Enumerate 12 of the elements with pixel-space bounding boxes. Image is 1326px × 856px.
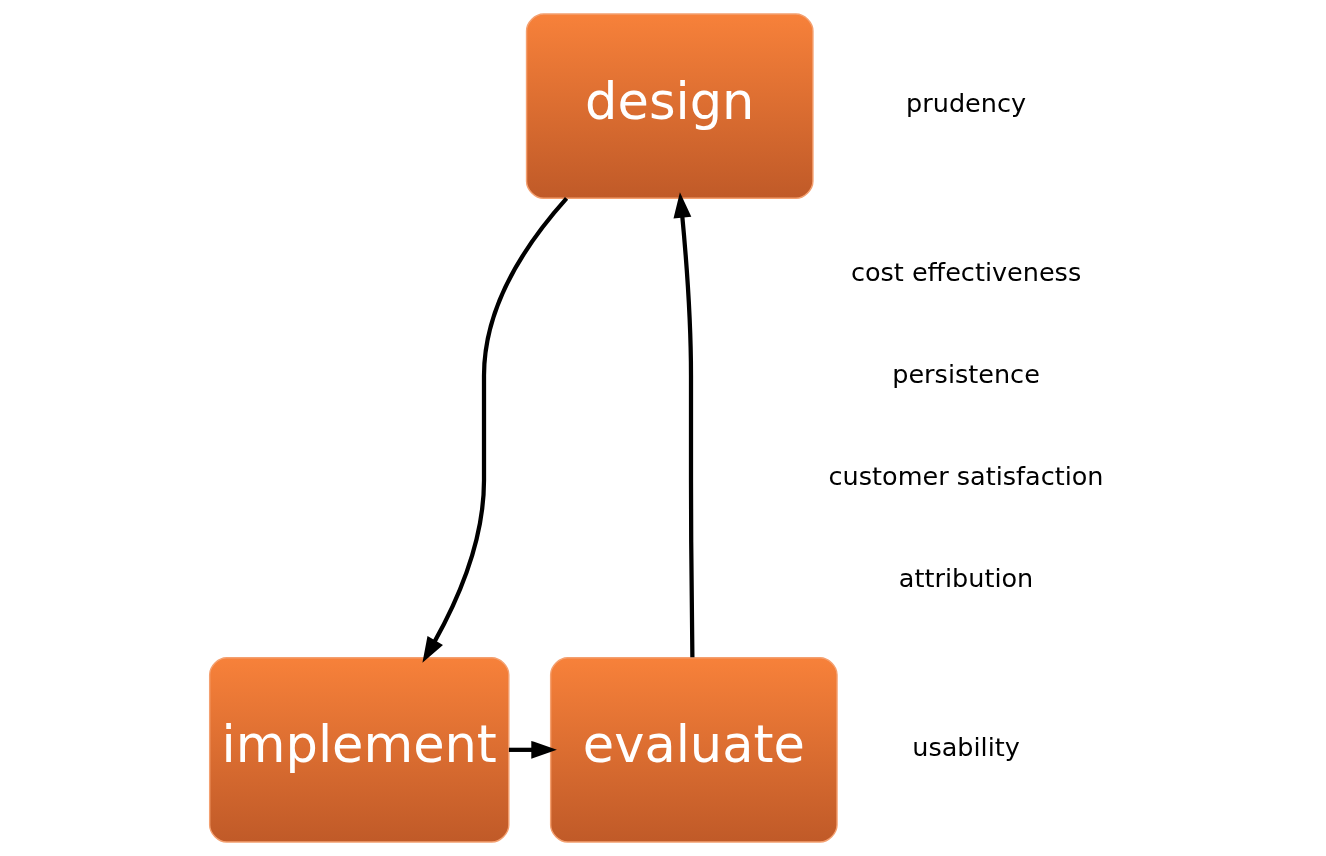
label: usability <box>912 732 1020 763</box>
arrow <box>508 740 557 759</box>
label: persistence <box>892 359 1040 390</box>
label: cost effectiveness <box>850 257 1082 288</box>
node-box: evaluate <box>549 656 838 843</box>
label: prudency <box>906 88 1027 119</box>
node-box: implement <box>208 656 510 843</box>
label: attribution <box>898 563 1034 594</box>
label: customer satisfaction <box>828 461 1104 492</box>
arrow <box>673 192 695 658</box>
node-box: design <box>525 13 814 200</box>
arrow <box>422 197 569 663</box>
